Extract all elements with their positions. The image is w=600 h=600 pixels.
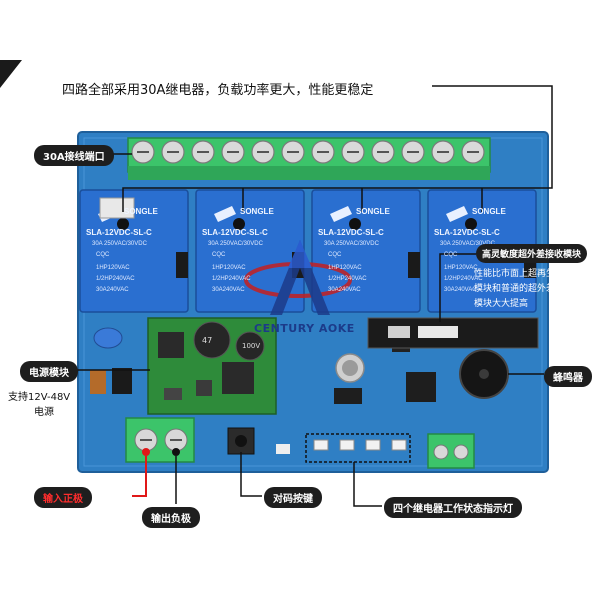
receiver-label: 高灵敏度超外差接收模块 [476, 244, 588, 263]
output-terminal-right [427, 433, 475, 469]
power-module-label: 电源模块 [20, 361, 78, 382]
relay-callout-dot [349, 218, 361, 230]
relay-spec-1: 30A 250VAC/30VDC [440, 241, 495, 247]
buzzer-label: 蜂鸣器 [544, 366, 592, 387]
capacitor-voltage: 100V [242, 342, 261, 350]
relay-cert: CQC [212, 252, 226, 258]
relay-spec-3: 1/2HP240VAC [96, 276, 135, 282]
relay-spec-4: 30A240VAC [96, 287, 129, 293]
terminal-label: 30A接线端口 [34, 145, 114, 166]
relay-cert: CQC [444, 252, 458, 258]
status-led [365, 439, 381, 451]
songle-logo-mark [214, 206, 236, 222]
relay-body [79, 189, 189, 313]
power-module [147, 317, 277, 415]
relay-spec-1: 30A 250VAC/30VDC [92, 241, 147, 247]
relay-callout-dot [233, 218, 245, 230]
input-terminal [125, 417, 195, 463]
relay-model: SLA-12VDC-SL-C [318, 228, 384, 237]
status-led [313, 439, 329, 451]
relay-spec-3: 1/2HP240VAC [212, 276, 251, 282]
voltage-line-2: 电源 [34, 407, 54, 418]
songle-logo-mark [330, 206, 352, 222]
relay-model: SLA-12VDC-SL-C [86, 228, 152, 237]
status-led [391, 439, 407, 451]
input-positive-label: 输入正极 [34, 487, 92, 508]
relay-spec-2: 1HP120VAC [212, 265, 246, 271]
relay-callout-dot [117, 218, 129, 230]
indicators-label: 四个继电器工作状态指示灯 [384, 497, 522, 518]
relay-cert: CQC [96, 252, 110, 258]
headline: 四路全部采用30A继电器，负载功率更大，性能更稳定 [62, 83, 374, 98]
relay-model: SLA-12VDC-SL-C [202, 228, 268, 237]
receiver-note-1: 性能比市面上超再生 [474, 269, 556, 279]
watermark-text: CENTURY AOKE [254, 322, 355, 335]
relay-brand: SONGLE [356, 207, 390, 216]
relay-callout-dot [465, 218, 477, 230]
receiver-module [367, 317, 539, 349]
pair-button-label: 对码按键 [264, 487, 322, 508]
relay-spec-2: 1HP120VAC [96, 265, 130, 271]
relay-spec-1: 30A 250VAC/30VDC [324, 241, 379, 247]
receiver-note-2: 模块和普通的超外差 [474, 284, 556, 294]
jumper-header [408, 252, 420, 278]
relay-spec-3: 1/2HP240VAC [444, 276, 483, 282]
watermark-logo [244, 240, 352, 315]
relay-spec-3: 1/2HP240VAC [328, 276, 367, 282]
relay-cert: CQC [328, 252, 342, 258]
relay-body [311, 189, 421, 313]
songle-logo-mark [446, 206, 468, 222]
led-group-outline [305, 433, 411, 463]
relay-brand: SONGLE [124, 207, 158, 216]
output-negative-label: 输出负极 [142, 507, 200, 528]
relay-spec-4: 30A240VAC [444, 287, 477, 293]
capacitor-value: 47 [202, 336, 213, 345]
relay-spec-1: 30A 250VAC/30VDC [208, 241, 263, 247]
relay-spec-4: 30A240VAC [328, 287, 361, 293]
status-led [339, 439, 355, 451]
voltage-line-1: 支持12V-48V [8, 392, 71, 403]
relay-spec-4: 30A240VAC [212, 287, 245, 293]
relay-spec-2: 1HP120VAC [444, 265, 478, 271]
relay-model: SLA-12VDC-SL-C [434, 228, 500, 237]
relay-brand: SONGLE [472, 207, 506, 216]
relay-brand: SONGLE [240, 207, 274, 216]
terminal-block-top [127, 137, 491, 180]
jumper-header [176, 252, 188, 278]
receiver-note-3: 模块大大提高 [474, 299, 529, 309]
relay-spec-2: 1HP120VAC [328, 265, 362, 271]
